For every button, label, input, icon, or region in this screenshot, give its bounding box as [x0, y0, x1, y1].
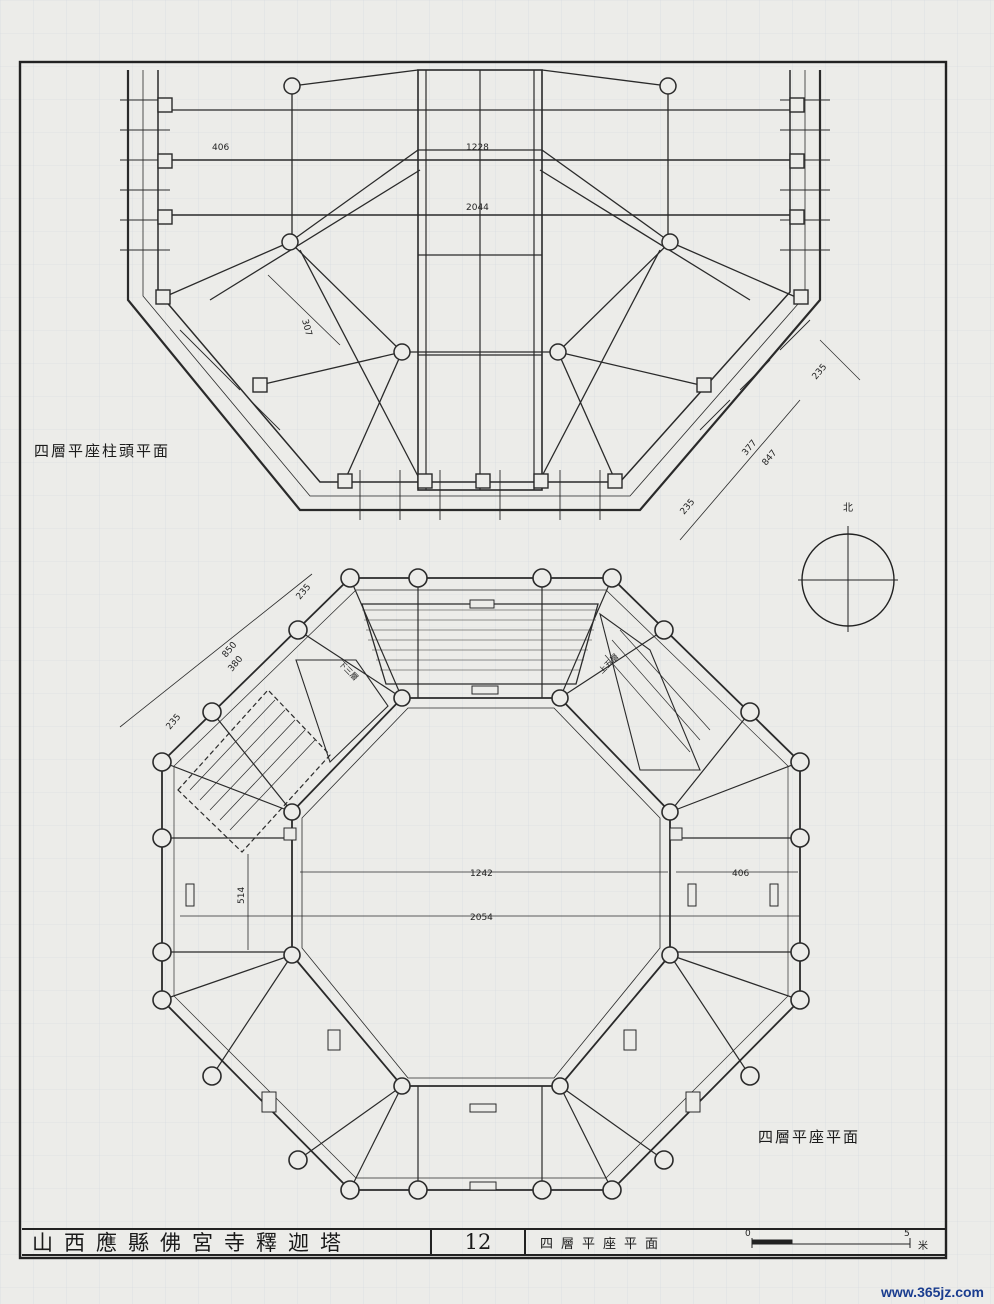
sheet-number: 12 [430, 1230, 526, 1254]
bottom-plan-drawing [119, 568, 810, 1200]
drawing-subtitle: 四層平座平面 [540, 1236, 667, 1252]
top-dim-1228: 1228 [466, 143, 489, 153]
sheet-border [18, 60, 948, 1260]
scale-unit: 米 [918, 1239, 928, 1252]
bottom-plan-title: 四層平座平面 [758, 1128, 861, 1146]
scale-end: 5 [904, 1229, 910, 1239]
top-plan-title: 四層平座柱頭平面 [34, 442, 171, 460]
scale-start: 0 [745, 1229, 751, 1239]
top-dim-307: 307 [299, 318, 313, 337]
top-plan-drawing [120, 69, 861, 541]
scale-bar [751, 1238, 911, 1248]
bottom-dim-1242: 1242 [470, 869, 493, 879]
bottom-dim-406: 406 [732, 869, 749, 879]
top-dim-406: 406 [212, 143, 229, 153]
top-dim-2044: 2044 [466, 203, 489, 213]
north-compass [798, 526, 898, 632]
drawing-title: 山西應縣佛宮寺釋迦塔 [32, 1231, 352, 1255]
title-block: 山西應縣佛宮寺釋迦塔 12 四層平座平面 [22, 1228, 946, 1256]
bottom-dim-2054: 2054 [470, 913, 493, 923]
watermark-link[interactable]: www.365jz.com [881, 1284, 984, 1300]
scale-area [736, 1230, 946, 1254]
bottom-dim-514: 514 [237, 887, 247, 904]
compass-north-label: 北 [843, 502, 853, 514]
